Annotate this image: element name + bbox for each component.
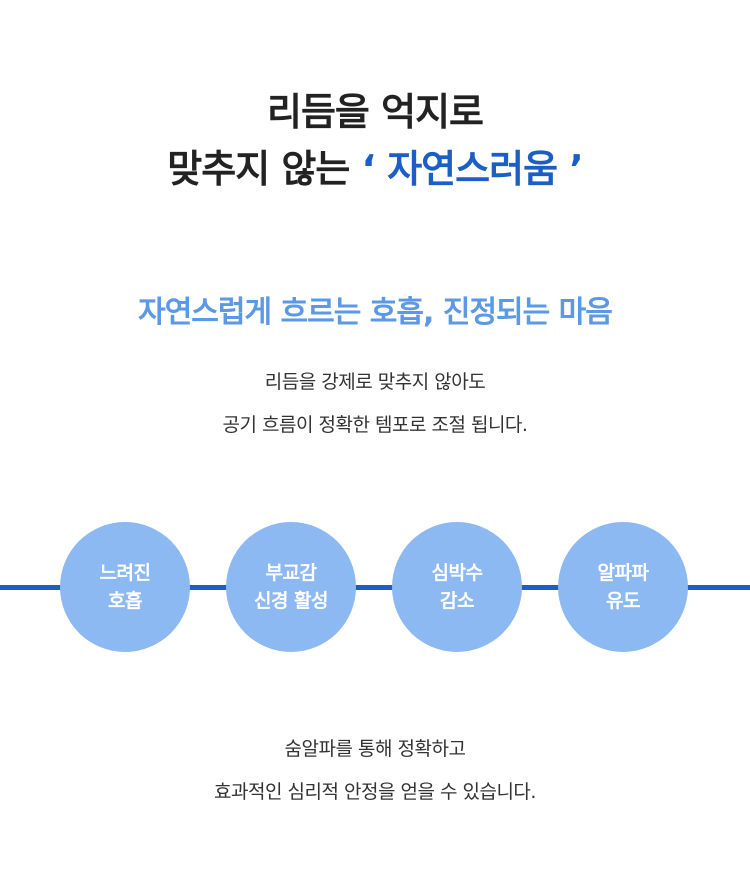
intro-line-1: 리듬을 강제로 맞추지 않아도	[264, 371, 486, 393]
step-label-line-2: 유도	[606, 590, 640, 612]
step-label-line-1: 부교감	[265, 562, 317, 584]
intro-text: 리듬을 강제로 맞추지 않아도 공기 흐름이 정확한 템포로 조절 됩니다.	[0, 361, 750, 447]
step-circle-parasympathetic: 부교감 신경 활성	[226, 522, 356, 652]
headline-line-2-prefix: 맞추지 않는	[167, 147, 350, 191]
step-circle-heart-rate: 심박수 감소	[392, 522, 522, 652]
outro-text: 숨알파를 통해 정확하고 효과적인 심리적 안정을 얻을 수 있습니다.	[0, 728, 750, 814]
outro-line-1: 숨알파를 통해 정확하고	[284, 738, 466, 760]
headline-line-1: 리듬을 억지로	[267, 90, 484, 134]
step-label-line-2: 신경 활성	[253, 590, 329, 612]
step-label-line-1: 알파파	[597, 562, 649, 584]
subtitle: 자연스럽게 흐르는 호흡, 진정되는 마음	[138, 295, 613, 330]
outro-line-2: 효과적인 심리적 안정을 얻을 수 있습니다.	[214, 781, 536, 803]
headline-accent-word: ‘ 자연스러움 ’	[349, 147, 584, 191]
step-label-line-1: 심박수	[431, 562, 483, 584]
step-label-line-2: 호흡	[108, 590, 142, 612]
headline: 리듬을 억지로 맞추지 않는 ‘ 자연스러움 ’	[0, 84, 750, 198]
step-label-line-1: 느려진	[99, 562, 151, 584]
step-circle-alpha-wave: 알파파 유도	[558, 522, 688, 652]
step-label-line-2: 감소	[440, 590, 474, 612]
headline-line-2: 맞추지 않는 ‘ 자연스러움 ’	[0, 141, 750, 198]
intro-line-2: 공기 흐름이 정확한 템포로 조절 됩니다.	[222, 414, 528, 436]
steps-connector-line	[0, 585, 750, 590]
step-circle-slow-breathing: 느려진 호흡	[60, 522, 190, 652]
